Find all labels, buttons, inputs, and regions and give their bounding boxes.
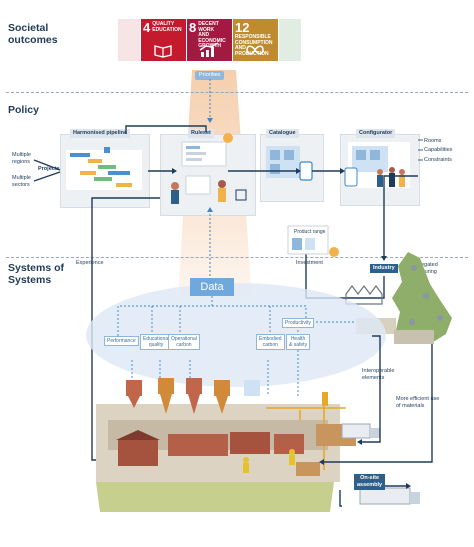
section-title-societal-outcomes: Societal outcomes bbox=[8, 22, 58, 46]
sdg-number: 12 bbox=[235, 20, 250, 35]
educational-quality-label: Educational quality bbox=[140, 334, 173, 350]
infinity-icon bbox=[246, 45, 264, 55]
health-safety-label: Health & safety bbox=[286, 334, 311, 350]
multiple-sectors-label: Multiple sectors bbox=[12, 175, 31, 188]
divider-2 bbox=[6, 257, 468, 258]
sdg-text: QUALITY EDUCATION bbox=[152, 21, 182, 33]
projects-label: Projects bbox=[38, 166, 60, 172]
catalogue-title: Catalogue bbox=[266, 129, 299, 138]
embodied-carbon-label: Embodied carbon bbox=[256, 334, 285, 350]
efficient-materials-label: More efficient use of materials bbox=[396, 396, 440, 409]
onsite-assembly-tag: On-site assembly bbox=[354, 474, 386, 490]
growth-chart-icon bbox=[199, 42, 219, 57]
book-icon bbox=[154, 45, 172, 58]
performance-label: Performance bbox=[104, 336, 139, 346]
harmonised-pipeline-title: Harmonised pipeline bbox=[70, 129, 131, 138]
ruleset-title: Ruleset bbox=[188, 129, 214, 138]
constraints-label: Constraints bbox=[424, 157, 452, 163]
interoperable-elements-label: Interoperable elements bbox=[362, 368, 395, 381]
experience-label: Experience bbox=[76, 260, 104, 266]
sdg-tile-faded-right bbox=[279, 19, 301, 61]
data-label: Data bbox=[200, 281, 224, 293]
configurator-title: Configurator bbox=[356, 129, 396, 138]
sdg-tile-faded-left bbox=[118, 19, 140, 61]
investment-label: Investment bbox=[296, 260, 323, 266]
rooms-label: Rooms bbox=[424, 138, 442, 144]
sdg-number: 8 bbox=[189, 20, 197, 35]
divider-1 bbox=[6, 92, 468, 93]
priorities-label: Priorities bbox=[195, 71, 225, 80]
section-title-systems-of-systems: Systems of Systems bbox=[8, 262, 65, 286]
productivity-label: Productivity bbox=[282, 318, 314, 328]
sdg-number: 4 bbox=[143, 20, 151, 35]
product-range-label: Product range bbox=[294, 229, 326, 235]
section-title-policy: Policy bbox=[8, 104, 39, 116]
industry-tag: Industry bbox=[370, 264, 398, 273]
sdg-tile-12: 12RESPONSIBLE CONSUMPTION AND PRODUCTION bbox=[233, 19, 278, 61]
multiple-regions-label: Multiple regions bbox=[12, 152, 31, 165]
capabilities-label: Capabilities bbox=[424, 147, 453, 153]
sdg-text: DECENT WORK AND ECONOMIC GROWTH bbox=[198, 21, 226, 49]
operational-carbon-label: Operational carbon bbox=[168, 334, 200, 350]
